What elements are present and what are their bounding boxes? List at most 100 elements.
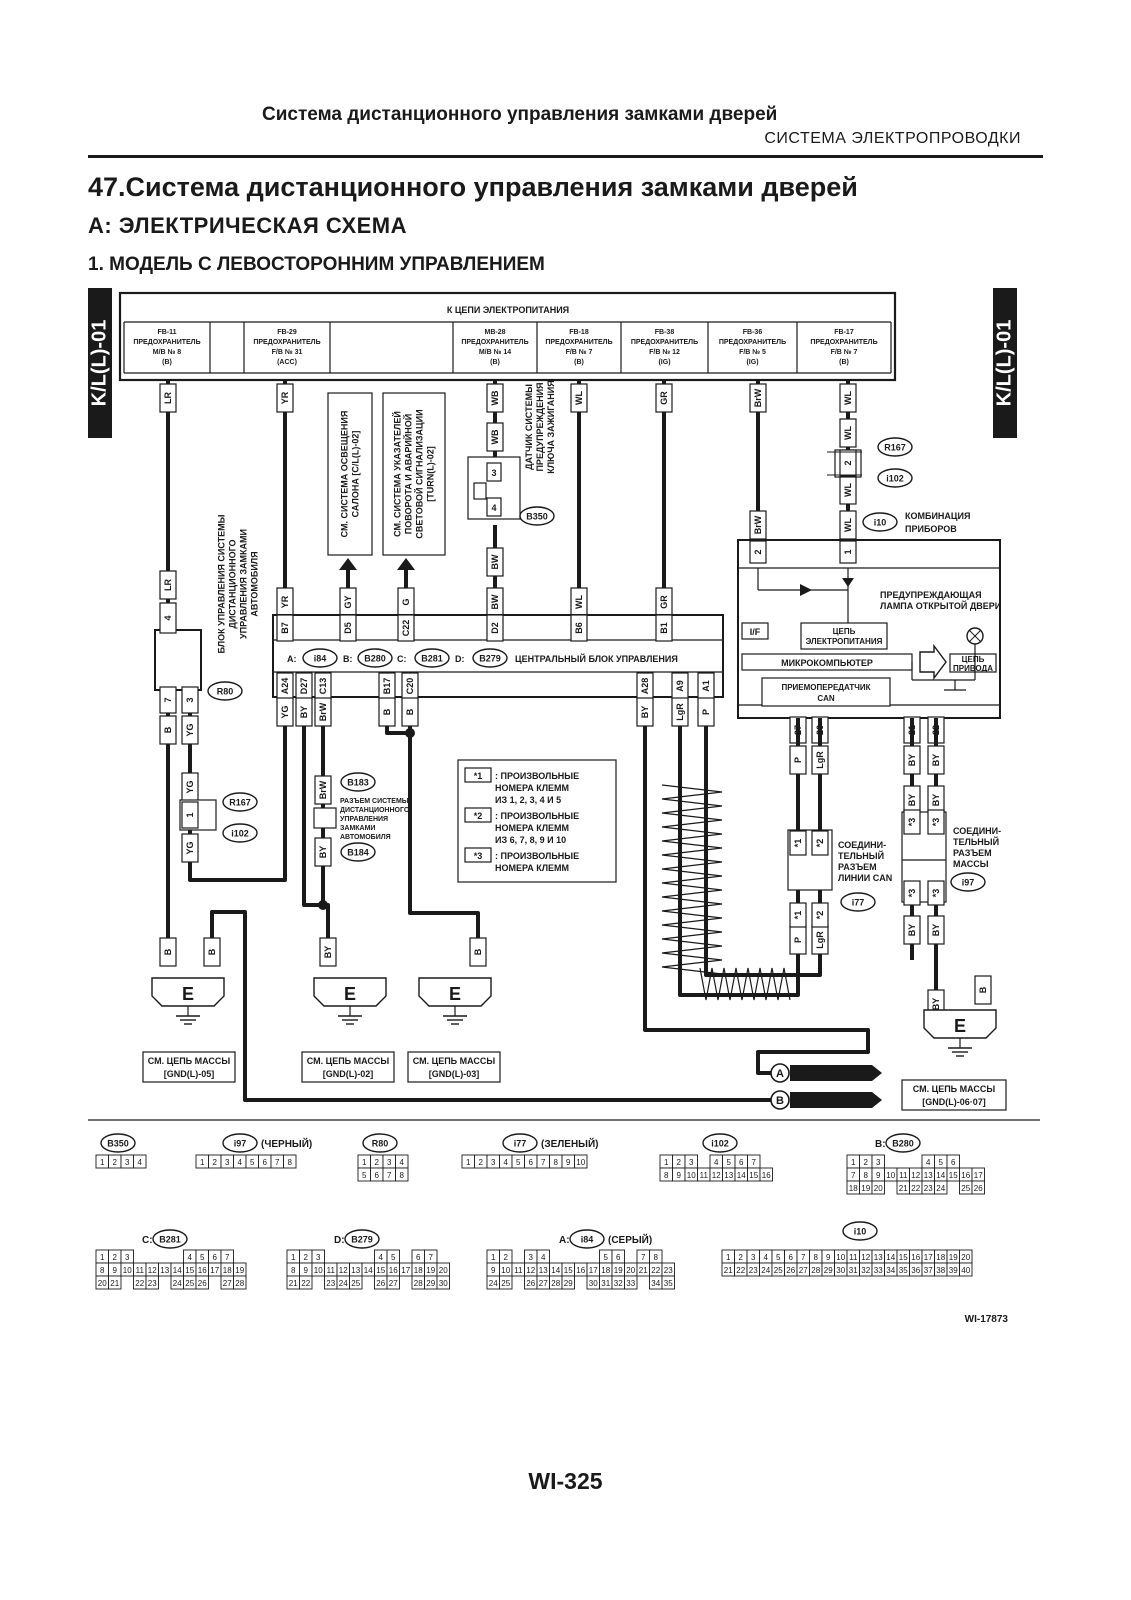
pin-cell-label: 6 bbox=[375, 1171, 380, 1180]
pin-cell-label: 34 bbox=[651, 1279, 660, 1288]
pin-cell-label: 9 bbox=[876, 1171, 881, 1180]
pin-cell-label: 9 bbox=[113, 1266, 118, 1275]
pin-cell-label: 7 bbox=[801, 1253, 806, 1262]
pin-cell-label: 10 bbox=[687, 1171, 696, 1180]
connector-tag-label: R80 bbox=[372, 1139, 389, 1149]
pin-cell-label: 22 bbox=[736, 1266, 745, 1275]
note-mark: *2 bbox=[474, 811, 483, 821]
pin-layout-tag bbox=[222, 1133, 258, 1153]
fuse-line: F/B № 7 bbox=[831, 348, 858, 356]
pin-number-label: C22 bbox=[401, 620, 411, 637]
pin-tag bbox=[903, 809, 921, 835]
wire-p-a1 bbox=[704, 700, 822, 977]
wire-code-label: B bbox=[405, 708, 415, 715]
pin-cell-label: 2 bbox=[677, 1158, 682, 1167]
pin-cell-label: 10 bbox=[314, 1266, 323, 1275]
pin-cell-label: 20 bbox=[874, 1184, 883, 1193]
note-text: НОМЕРА КЛЕММ bbox=[495, 863, 569, 873]
fuse-name: ПРЕДОХРАНИТЕЛЬ bbox=[461, 339, 528, 346]
pin-number-label: 3 bbox=[185, 697, 195, 702]
pin-cell bbox=[283, 1154, 297, 1169]
pin-cell-label: 25 bbox=[501, 1279, 510, 1288]
pin-cell-label: 13 bbox=[724, 1171, 733, 1180]
pin-cell-label: 1 bbox=[851, 1158, 856, 1167]
pin-cell bbox=[133, 1154, 147, 1169]
pin-cell-label: 11 bbox=[700, 1171, 709, 1180]
side-tab-left: K/L(L)-01 bbox=[88, 288, 112, 438]
wire-code-box bbox=[181, 715, 199, 745]
junction-dot bbox=[405, 728, 415, 738]
pin-cell bbox=[934, 1180, 948, 1195]
note-text: НОМЕРА КЛЕММ bbox=[495, 783, 569, 793]
pin-cell-label: 16 bbox=[911, 1253, 920, 1262]
connector-tag-label: R167 bbox=[229, 798, 251, 808]
fuse-source: (B) bbox=[162, 359, 172, 366]
pin-cell bbox=[395, 1167, 409, 1182]
pin-cell-label: 8 bbox=[814, 1253, 819, 1262]
pin-cell-label: 29 bbox=[824, 1266, 833, 1275]
wire-code-label: BY bbox=[318, 846, 328, 859]
pin-cell-label: 20 bbox=[439, 1266, 448, 1275]
connector-tag bbox=[862, 512, 898, 532]
pin-cell-label: 12 bbox=[911, 1171, 920, 1180]
pin-cell-label: 3 bbox=[876, 1158, 881, 1167]
wire-b-c20 bbox=[408, 700, 480, 952]
pin-cell-label: 4 bbox=[238, 1158, 243, 1167]
pin-cell-label: 15 bbox=[949, 1171, 958, 1180]
pin-cell-label: 12 bbox=[526, 1266, 535, 1275]
pin-layout-prefix: A: bbox=[559, 1235, 570, 1246]
wire-code-label: GY bbox=[343, 595, 353, 608]
pin-layout-suffix: (СЕРЫЙ) bbox=[608, 1233, 652, 1246]
pin-number-label: B1 bbox=[659, 622, 669, 634]
wire-code-label: BrW bbox=[318, 702, 328, 721]
pin-tag bbox=[927, 809, 945, 835]
connector-b183-b184 bbox=[313, 807, 337, 829]
warning-lamp-label: ЛАМПА ОТКРЫТОЙ ДВЕРИ bbox=[880, 600, 1001, 611]
off-page-connector-a bbox=[770, 1063, 790, 1083]
arrow-right-icon bbox=[919, 643, 947, 681]
wire-code-box bbox=[811, 745, 829, 775]
pin-cell-label: 23 bbox=[749, 1266, 758, 1275]
pin-cell-label: 7 bbox=[641, 1253, 646, 1262]
drive-circuit-box bbox=[949, 653, 997, 673]
pin-cell-label: 27 bbox=[389, 1279, 398, 1288]
b183-description: УПРАВЛЕНИЯ bbox=[340, 816, 388, 823]
fuse-id: MB-28 bbox=[484, 329, 505, 336]
pin-cell-label: 20 bbox=[98, 1279, 107, 1288]
note-mark: *1 bbox=[474, 771, 483, 781]
wire-lgr-a9 bbox=[678, 700, 800, 997]
fuse-source: (B) bbox=[490, 359, 500, 366]
pin-cell-label: 30 bbox=[589, 1279, 598, 1288]
wire-code-label: BW bbox=[490, 594, 500, 609]
pin-cell-label: 1 bbox=[100, 1158, 105, 1167]
note-text: : ПРОИЗВОЛЬНЫЕ bbox=[495, 771, 579, 781]
connector-tag-label: i84 bbox=[581, 1235, 594, 1245]
pin-layout-tag bbox=[362, 1133, 398, 1153]
wire-code-label: YG bbox=[280, 705, 290, 718]
central-unit-label: ЦЕНТРАЛЬНЫЙ БЛОК УПРАВЛЕНИЯ bbox=[515, 653, 678, 664]
pin-cell-label: 1 bbox=[200, 1158, 205, 1167]
pin-cell-label: 33 bbox=[874, 1266, 883, 1275]
pin-cell-label: 7 bbox=[752, 1158, 757, 1167]
pin-cell-label: 8 bbox=[654, 1253, 659, 1262]
pin-cell-label: 15 bbox=[899, 1253, 908, 1262]
pin-cell-label: 14 bbox=[173, 1266, 182, 1275]
pin-cell-label: 34 bbox=[886, 1266, 895, 1275]
pin-cell-label: 25 bbox=[351, 1279, 360, 1288]
ground-terminal-label: E bbox=[182, 984, 194, 1004]
wire-code-label: LR bbox=[163, 579, 173, 591]
pin-cell-label: 24 bbox=[761, 1266, 770, 1275]
pin-cell-label: 13 bbox=[351, 1266, 360, 1275]
fuse-source: (ACC) bbox=[277, 359, 297, 366]
pin-cell-label: 17 bbox=[924, 1253, 933, 1262]
pin-number-label: D5 bbox=[343, 622, 353, 634]
wire-code-label: BrW bbox=[753, 515, 763, 534]
ground-terminal-e1 bbox=[151, 977, 225, 1007]
pin-cell-label: 21 bbox=[639, 1266, 648, 1275]
ref-turn-signal-label: ПОВОРОТА И АВАРИЙНОЙ bbox=[403, 414, 414, 535]
wire-code-box bbox=[789, 745, 807, 775]
ground-terminal-label: E bbox=[449, 984, 461, 1004]
wire-code-label: BY bbox=[640, 706, 650, 719]
ground-ref-box-0607 bbox=[901, 1079, 1007, 1111]
wire-code-box bbox=[159, 570, 177, 600]
